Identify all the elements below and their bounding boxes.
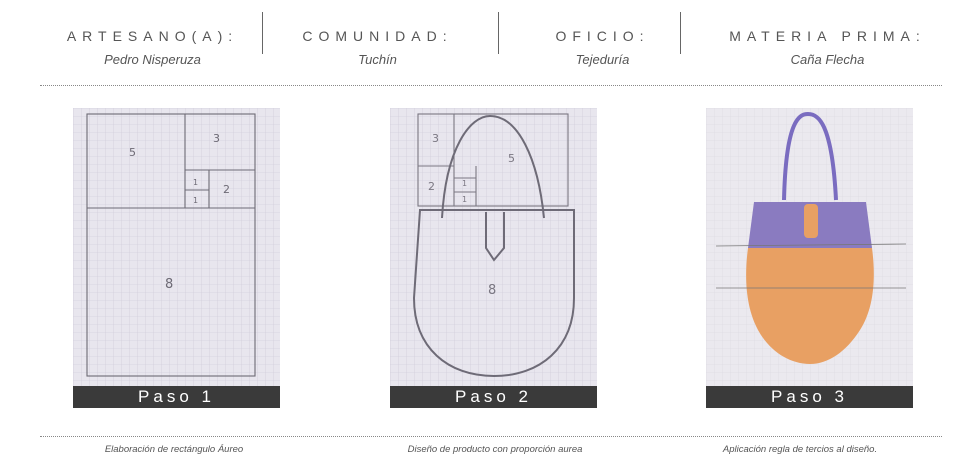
dotted-divider <box>40 436 942 437</box>
oficio-column: OFICIO: Tejeduría <box>490 18 715 78</box>
step-2-caption: Diseño de producto con proporción aurea <box>407 444 583 455</box>
step-3-panel: Paso 3 <box>706 108 913 408</box>
header-separator <box>262 12 263 54</box>
oficio-label: OFICIO: <box>555 28 650 44</box>
sketch-label: 1 <box>462 195 467 204</box>
artesano-label: ARTESANO(A): <box>66 28 239 44</box>
materia-value: Caña Flecha <box>790 52 865 67</box>
step-2-panel: 3 5 2 1 1 8 Paso 2 <box>390 108 597 408</box>
comunidad-column: COMUNIDAD: Tuchín <box>265 18 490 78</box>
artesano-value: Pedro Nisperuza <box>104 52 201 67</box>
sketch-label: 1 <box>193 178 198 187</box>
step-3-bag-image <box>706 108 913 386</box>
artisan-info-header: ARTESANO(A): Pedro Nisperuza COMUNIDAD: … <box>40 18 940 78</box>
step-1-sketch-image: 5 3 1 1 2 8 <box>73 108 280 386</box>
header-separator <box>680 12 681 54</box>
materia-label: MATERIA PRIMA: <box>729 28 926 44</box>
dotted-divider <box>40 85 942 86</box>
header-separator <box>498 12 499 54</box>
step-2-sketch-image: 3 5 2 1 1 8 <box>390 108 597 386</box>
sketch-label: 1 <box>462 179 467 188</box>
sketch-label: 3 <box>213 132 220 145</box>
sketch-label: 8 <box>488 283 496 298</box>
sketch-label: 2 <box>428 180 435 193</box>
artesano-column: ARTESANO(A): Pedro Nisperuza <box>40 18 265 78</box>
sketch-label: 2 <box>223 183 230 196</box>
sketch-label: 8 <box>165 277 173 292</box>
step-2-label: Paso 2 <box>390 386 597 408</box>
sketch-label: 5 <box>508 152 515 165</box>
comunidad-label: COMUNIDAD: <box>302 28 453 44</box>
sketch-label: 3 <box>432 132 439 145</box>
sketch-label: 5 <box>129 146 136 159</box>
oficio-value: Tejeduría <box>575 52 630 67</box>
sketch-label: 1 <box>193 196 198 205</box>
comunidad-value: Tuchín <box>358 52 397 67</box>
step-3-caption: Aplicación regla de tercios al diseño. <box>722 444 878 455</box>
materia-column: MATERIA PRIMA: Caña Flecha <box>715 18 940 78</box>
step-1-caption: Elaboración de rectángulo Áureo <box>104 444 244 455</box>
step-3-label: Paso 3 <box>706 386 913 408</box>
step-1-label: Paso 1 <box>73 386 280 408</box>
step-1-panel: 5 3 1 1 2 8 Paso 1 <box>73 108 280 408</box>
